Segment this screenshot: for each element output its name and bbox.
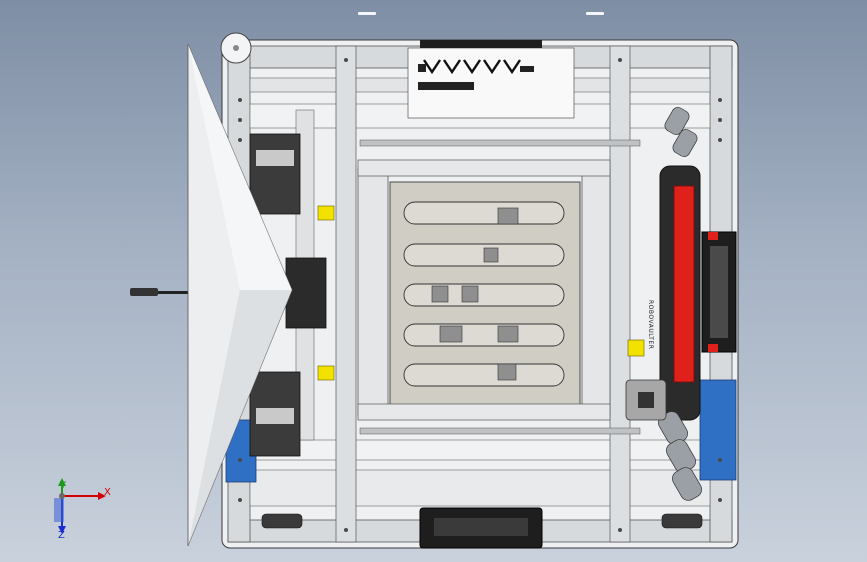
triad-z-label: Z	[58, 530, 65, 541]
reference-triad	[54, 478, 106, 534]
motor-upper	[249, 133, 301, 215]
triad-y-label: Y	[60, 480, 67, 491]
triad-x-label: X	[104, 487, 111, 498]
roller-label: ROBOVAULTER	[647, 300, 654, 350]
viewport-control-right[interactable]	[586, 12, 604, 15]
viewport-control-left[interactable]	[358, 12, 376, 15]
motor-center	[285, 257, 327, 329]
blue-bracket-right	[699, 379, 737, 481]
